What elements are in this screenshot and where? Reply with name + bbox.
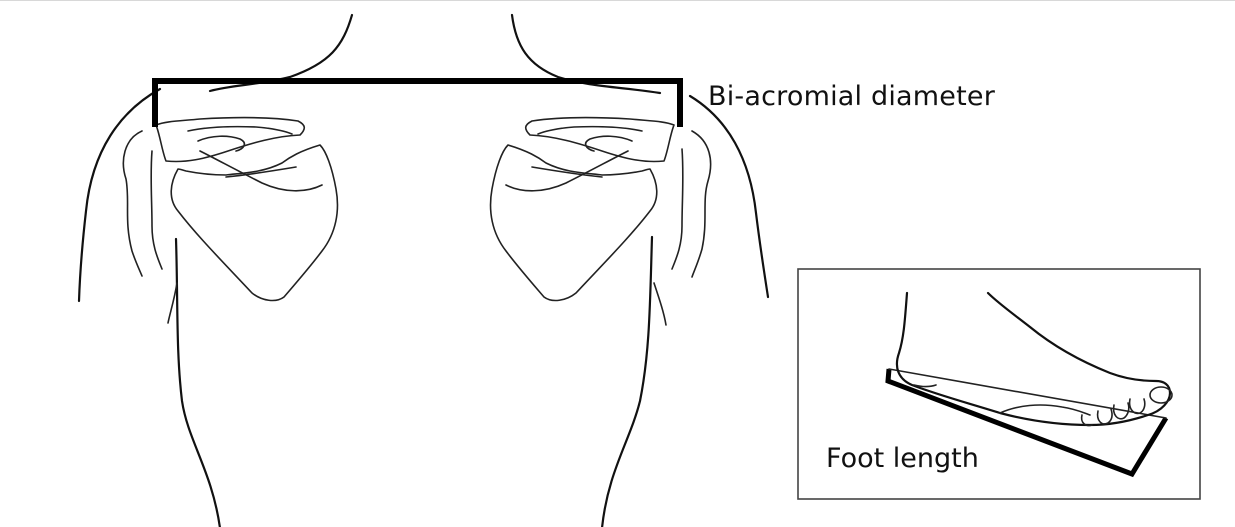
torso-outline	[79, 15, 768, 527]
right-armpit-line	[654, 283, 666, 325]
left-scapula-body	[171, 145, 337, 300]
left-torso-line	[176, 239, 220, 527]
left-humeral-head	[123, 131, 142, 276]
right-torso-line	[602, 237, 652, 527]
left-acromion	[156, 118, 304, 162]
bi-acromial-bracket	[155, 81, 680, 127]
left-scapula	[123, 118, 337, 301]
right-acromion	[526, 118, 674, 162]
right-shoulder-line	[690, 96, 768, 297]
left-shoulder-line	[79, 89, 160, 301]
bi-acromial-diameter-label: Bi-acromial diameter	[708, 81, 995, 112]
right-scapula-body	[491, 145, 657, 300]
foot-length-label: Foot length	[826, 443, 979, 474]
right-scapula	[491, 118, 711, 301]
right-humeral-head	[692, 131, 711, 277]
left-armpit-line	[168, 283, 177, 323]
